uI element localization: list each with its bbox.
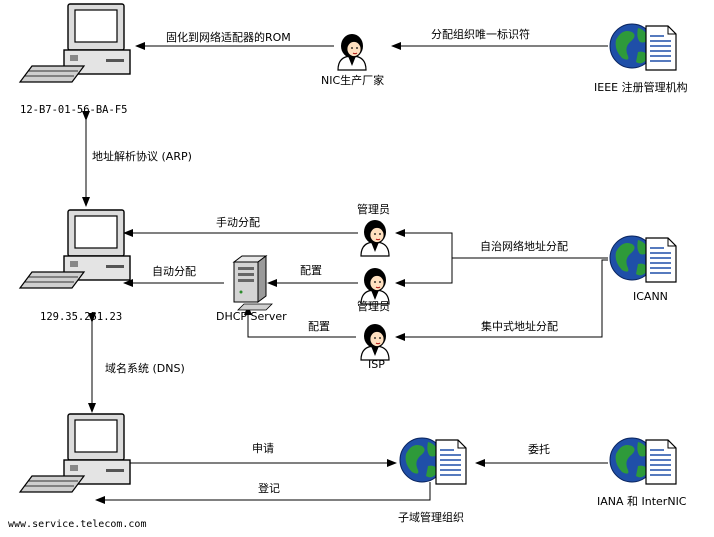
edge-label-dns: 域名系统 (DNS)	[105, 361, 185, 375]
ieee-label: IEEE 注册管理机构	[594, 80, 688, 94]
edge-label-delegate: 委托	[528, 442, 550, 456]
pc-ip-label: 129.35.251.23	[40, 311, 122, 323]
isp-label: ISP	[368, 358, 385, 371]
person-icon	[337, 33, 367, 71]
edge-label-arp: 地址解析协议 (ARP)	[92, 149, 192, 163]
globe-document-icon	[399, 437, 467, 485]
computer-icon	[19, 413, 131, 493]
admin-mid-label: 管理员	[357, 299, 390, 313]
pc-mac-label: 12-B7-01-56-BA-F5	[20, 104, 127, 116]
computer-icon	[19, 209, 131, 289]
dhcp-server-label: DHCP Server	[216, 310, 287, 323]
edge-label-auto: 自动分配	[152, 265, 196, 278]
iana-internic-label: IANA 和 InterNIC	[597, 495, 687, 508]
edge-label-burn: 固化到网络适配器的ROM	[166, 30, 291, 44]
globe-document-icon	[609, 437, 677, 485]
edge-icann-branch	[395, 229, 608, 259]
edge-register	[95, 482, 431, 504]
edge-label-config-2: 配置	[308, 320, 330, 333]
icann-label: ICANN	[633, 290, 668, 303]
edge-isp-dhcp	[244, 305, 356, 338]
person-icon	[360, 219, 390, 257]
globe-document-icon	[609, 23, 677, 71]
edge-label-config-1: 配置	[300, 264, 322, 277]
pc-domain-label: www.service.telecom.com	[8, 519, 146, 530]
edge-label-oui: 分配组织唯一标识符	[431, 27, 530, 41]
edge-label-manual: 手动分配	[216, 215, 260, 229]
edge-icann-branch-2	[395, 258, 453, 287]
edge-label-centralized: 集中式地址分配	[481, 319, 558, 333]
nic-vendor-label: NIC生产厂家	[321, 73, 384, 87]
admin-top-label: 管理员	[357, 202, 390, 216]
edge-icann-isp	[395, 259, 608, 341]
server-icon	[232, 255, 273, 311]
edge-label-apply: 申请	[252, 442, 274, 455]
computer-icon	[19, 3, 131, 83]
subdomain-org-label: 子域管理组织	[398, 510, 464, 524]
globe-document-icon	[609, 235, 677, 283]
edge-label-register: 登记	[258, 481, 280, 495]
edge-label-autonomous: 自治网络地址分配	[480, 239, 568, 253]
person-icon	[360, 267, 390, 305]
person-icon	[360, 323, 390, 361]
